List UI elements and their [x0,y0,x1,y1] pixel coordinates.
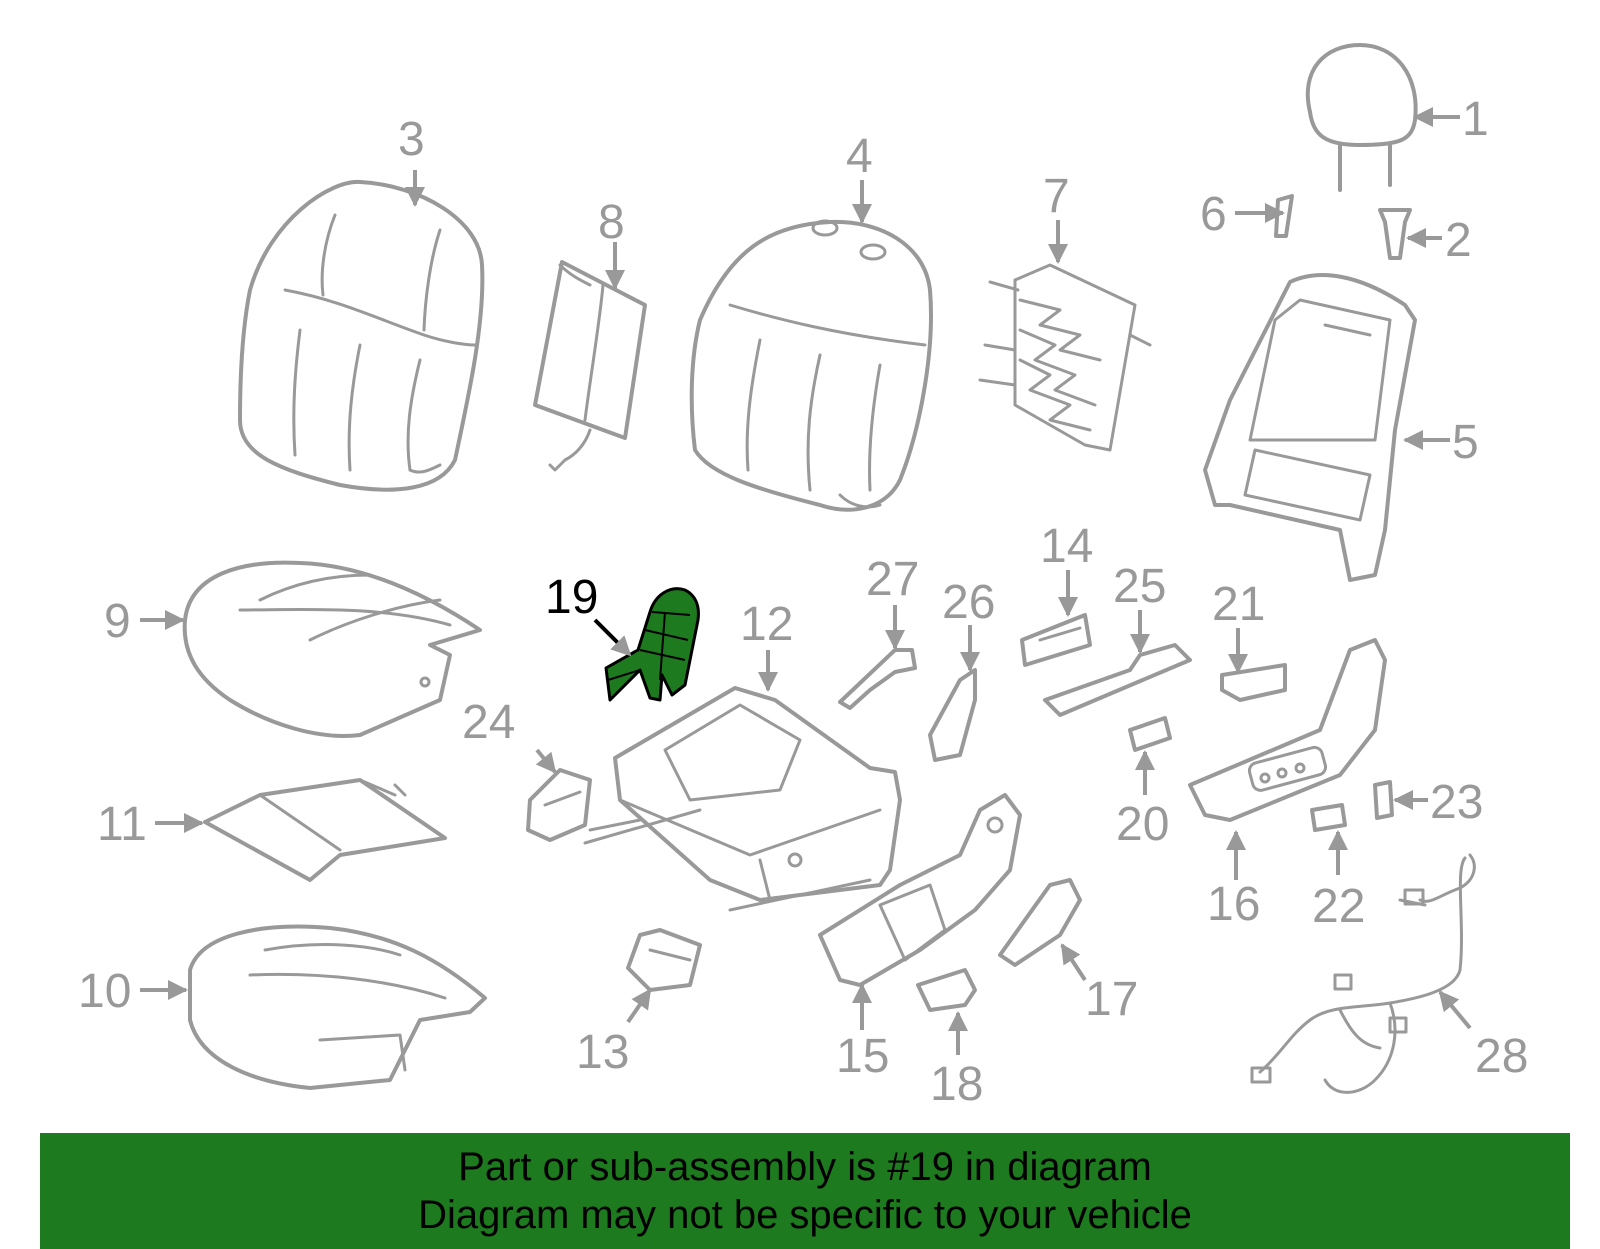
callout-22: 22 [1312,880,1365,933]
callout-20: 20 [1116,798,1169,851]
callout-5: 5 [1452,416,1479,469]
part-26-trim [928,668,977,762]
callout-13: 13 [576,1026,629,1079]
callout-26: 26 [942,576,995,629]
part-18-knob [916,968,977,1012]
callout-labels: 1 2 3 4 5 6 7 8 9 10 11 12 13 14 15 16 1… [78,93,1528,1111]
callout-18: 18 [930,1058,983,1111]
banner-line-2: Diagram may not be specific to your vehi… [418,1193,1192,1237]
callout-19: 19 [545,571,598,624]
part-9-cushion-cover [182,560,482,738]
part-22-cap [1310,803,1347,832]
callout-11: 11 [97,798,147,851]
part-14-bracket [1020,613,1092,667]
callout-15: 15 [836,1030,889,1083]
banner-line-1: Part or sub-assembly is #19 in diagram [458,1145,1152,1189]
part-4-seatback-pad [689,219,933,512]
part-27-bracket [838,648,917,710]
callout-4: 4 [846,130,873,183]
callout-16: 16 [1207,878,1260,931]
callout-1: 1 [1462,93,1489,146]
part-19-highlighted [604,587,700,702]
part-7-spring-mat [978,263,1152,452]
part-6-clip [1274,194,1294,238]
part-2-guide [1378,208,1412,260]
part-25-rail-cover [1043,643,1192,717]
callout-10: 10 [78,965,131,1018]
callout-9: 9 [104,595,131,648]
part-1-headrest [1305,43,1418,192]
callout-arrows [140,107,1472,1055]
callout-2: 2 [1445,214,1472,267]
part-13-switch [626,928,702,992]
callout-28: 28 [1475,1030,1528,1083]
callout-17: 17 [1085,973,1138,1026]
callout-27: 27 [866,553,919,606]
callout-6: 6 [1200,188,1227,241]
part-5-seatback-frame [1203,273,1417,582]
callout-25: 25 [1113,560,1166,613]
callout-21: 21 [1212,578,1265,631]
part-11-cushion-heater [203,778,447,882]
parts-diagram: 1 2 3 4 5 6 7 8 9 10 11 12 13 14 15 16 1… [78,43,1528,1111]
part-3-seatback-cover [238,179,485,492]
callout-24: 24 [462,696,515,749]
part-23-clip [1373,780,1394,820]
callout-23: 23 [1430,776,1483,829]
part-10-cushion-pad [188,924,487,1090]
info-banner: Part or sub-assembly is #19 in diagram D… [40,1133,1570,1249]
callout-7: 7 [1043,170,1070,223]
part-21-clip [1220,663,1287,702]
callout-14: 14 [1040,520,1093,573]
part-20-clip [1128,716,1172,752]
part-17-cover [998,878,1082,967]
callout-12: 12 [740,598,793,651]
part-12-seat-frame [583,686,902,912]
part-8-heater-pad [533,260,647,472]
part-28-wire-harness [1250,853,1476,1094]
part-24-bracket [526,768,592,842]
callout-8: 8 [598,196,625,249]
callout-3: 3 [398,113,425,166]
part-16-side-panel [1188,638,1387,822]
